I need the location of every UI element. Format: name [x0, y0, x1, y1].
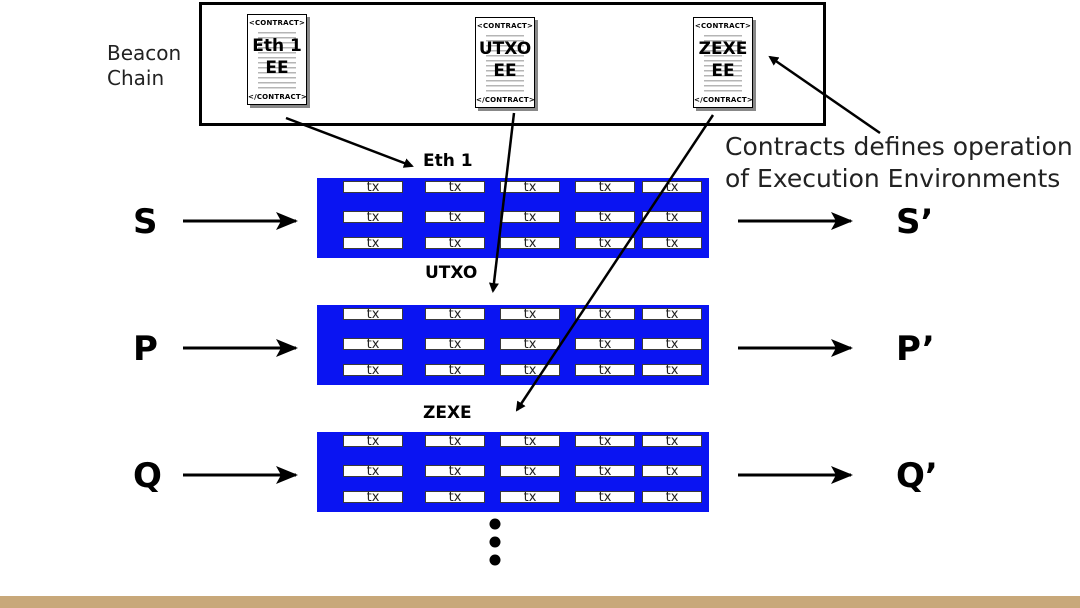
contract-text-lines — [704, 35, 742, 93]
ee-label-zexe: ZEXE — [423, 403, 472, 423]
tx-cell: tx — [425, 491, 485, 503]
beacon-chain-label: Beacon Chain — [107, 41, 182, 90]
tx-cell: tx — [343, 308, 403, 320]
contract-name: Eth 1 EE — [252, 36, 302, 78]
state-out-s-prime: S’ — [896, 202, 934, 242]
tx-cell: tx — [500, 465, 560, 477]
ee-label-utxo: UTXO — [425, 263, 478, 283]
ellipsis-dot — [489, 518, 501, 530]
tx-cell: tx — [642, 465, 702, 477]
tx-cell: tx — [343, 338, 403, 350]
tx-cell: tx — [642, 491, 702, 503]
tx-cell: tx — [500, 435, 560, 447]
tx-cell: tx — [500, 364, 560, 376]
contract-close-tag: </CONTRACT> — [694, 96, 753, 104]
tx-cell: tx — [500, 491, 560, 503]
tx-cell: tx — [575, 237, 635, 249]
tx-cell: tx — [343, 491, 403, 503]
contract-eth1-ee: <CONTRACT> Eth 1 EE </CONTRACT> — [247, 14, 307, 105]
tx-cell: tx — [642, 435, 702, 447]
ellipsis-dot — [489, 554, 501, 566]
annotation-text: Contracts defines operation of Execution… — [725, 132, 1073, 193]
tx-cell: tx — [575, 435, 635, 447]
footer-bar — [0, 596, 1080, 608]
state-out-p-prime: P’ — [896, 329, 935, 369]
contract-utxo-ee: <CONTRACT> UTXO EE </CONTRACT> — [475, 17, 535, 108]
tx-cell: tx — [642, 308, 702, 320]
tx-cell: tx — [575, 308, 635, 320]
tx-cell: tx — [642, 237, 702, 249]
tx-cell: tx — [500, 338, 560, 350]
tx-cell: tx — [343, 237, 403, 249]
tx-cell: tx — [575, 181, 635, 193]
ee-label-eth1: Eth 1 — [423, 151, 473, 171]
tx-cell: tx — [425, 308, 485, 320]
contract-name: ZEXE EE — [698, 39, 748, 81]
tx-cell: tx — [425, 465, 485, 477]
state-out-q-prime: Q’ — [896, 456, 938, 496]
tx-cell: tx — [343, 465, 403, 477]
tx-cell: tx — [500, 181, 560, 193]
contract-text-lines — [486, 35, 524, 93]
contract-text-lines — [258, 32, 296, 90]
contract-open-tag: <CONTRACT> — [248, 19, 306, 27]
tx-cell: tx — [425, 435, 485, 447]
tx-cell: tx — [575, 465, 635, 477]
tx-cell: tx — [642, 181, 702, 193]
tx-cell: tx — [500, 237, 560, 249]
tx-cell: tx — [343, 181, 403, 193]
tx-cell: tx — [500, 211, 560, 223]
tx-cell: tx — [425, 237, 485, 249]
tx-cell: tx — [343, 364, 403, 376]
contract-zexe-ee: <CONTRACT> ZEXE EE </CONTRACT> — [693, 17, 753, 108]
tx-cell: tx — [425, 181, 485, 193]
contract-close-tag: </CONTRACT> — [476, 96, 535, 104]
tx-cell: tx — [642, 211, 702, 223]
tx-cell: tx — [343, 211, 403, 223]
tx-cell: tx — [575, 491, 635, 503]
tx-cell: tx — [642, 364, 702, 376]
contract-open-tag: <CONTRACT> — [476, 22, 534, 30]
tx-cell: tx — [425, 364, 485, 376]
tx-cell: tx — [642, 338, 702, 350]
tx-cell: tx — [425, 211, 485, 223]
contract-close-tag: </CONTRACT> — [248, 93, 307, 101]
state-in-p: P — [133, 329, 158, 369]
tx-cell: tx — [425, 338, 485, 350]
contract-open-tag: <CONTRACT> — [694, 22, 752, 30]
tx-cell: tx — [500, 308, 560, 320]
tx-cell: tx — [343, 435, 403, 447]
state-in-q: Q — [133, 456, 162, 496]
contract-name: UTXO EE — [478, 39, 532, 81]
tx-cell: tx — [575, 338, 635, 350]
state-in-s: S — [133, 202, 158, 242]
ellipsis-dot — [489, 536, 501, 548]
tx-cell: tx — [575, 211, 635, 223]
tx-cell: tx — [575, 364, 635, 376]
